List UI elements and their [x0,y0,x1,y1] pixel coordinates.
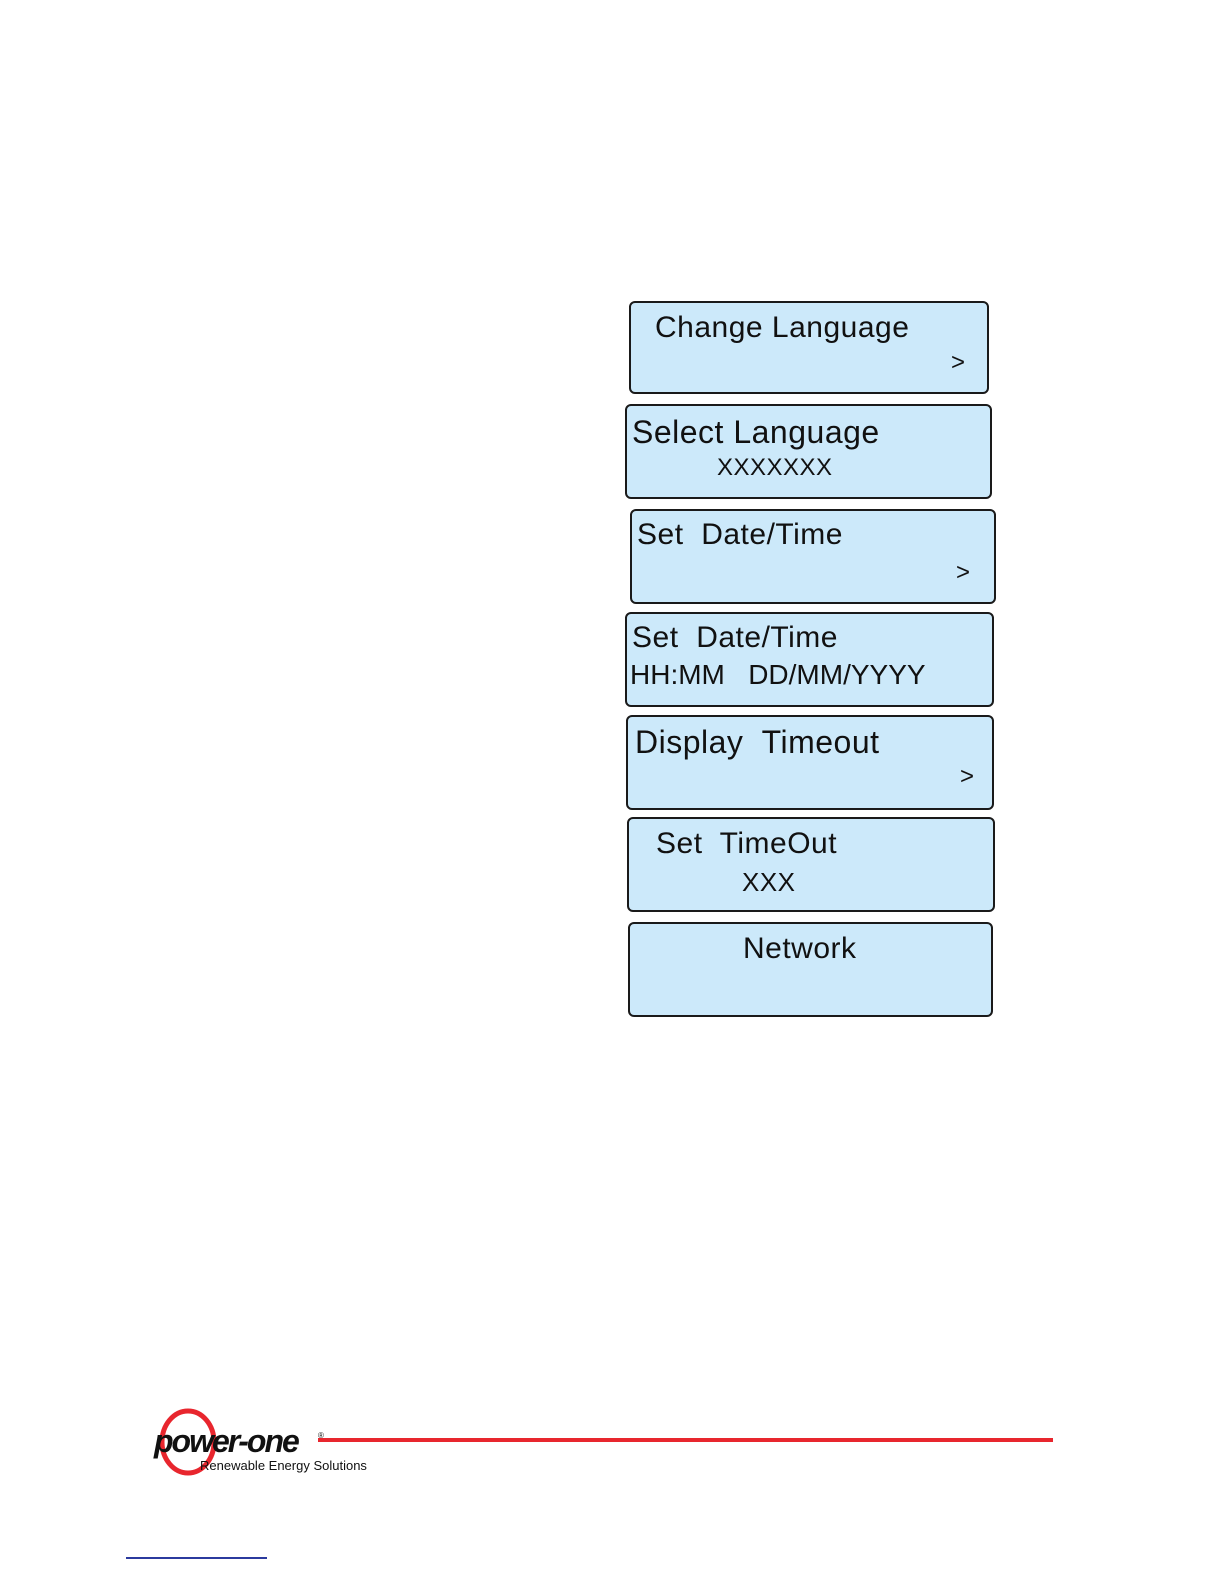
screen-title: Change Language [655,313,909,343]
power-one-logo-graphic: power-one ® Renewable Energy Solutions [150,1408,390,1480]
screen-title: Set Date/Time [637,520,843,550]
screen-set-date-time-value: Set Date/Time HH:MM DD/MM/YYYY [625,612,994,707]
screen-select-language: Select Language XXXXXXX [625,404,992,499]
screen-change-language: Change Language > [629,301,989,394]
screen-title: Display Timeout [635,726,880,758]
screen-set-timeout: Set TimeOut XXX [627,817,995,912]
svg-text:Renewable Energy Solutions: Renewable Energy Solutions [200,1458,367,1473]
footer-red-rule [318,1438,1053,1442]
screen-title: Select Language [632,416,880,448]
chevron-right-icon: > [956,561,971,585]
screen-network: Network [628,922,993,1017]
screen-set-date-time: Set Date/Time > [630,509,996,604]
screen-display-timeout: Display Timeout > [626,715,994,810]
screen-title: Set Date/Time [632,623,838,653]
screen-value: XXX [742,869,796,895]
svg-text:power-one: power-one [153,1423,299,1459]
screen-value: XXXXXXX [717,456,833,480]
screen-title: Set TimeOut [656,829,837,859]
chevron-right-icon: > [951,351,966,375]
chevron-right-icon: > [960,765,975,789]
power-one-logo: power-one ® Renewable Energy Solutions [150,1408,390,1480]
screen-title: Network [743,934,857,964]
screen-value: HH:MM DD/MM/YYYY [630,661,926,689]
footer-underline [126,1557,267,1559]
